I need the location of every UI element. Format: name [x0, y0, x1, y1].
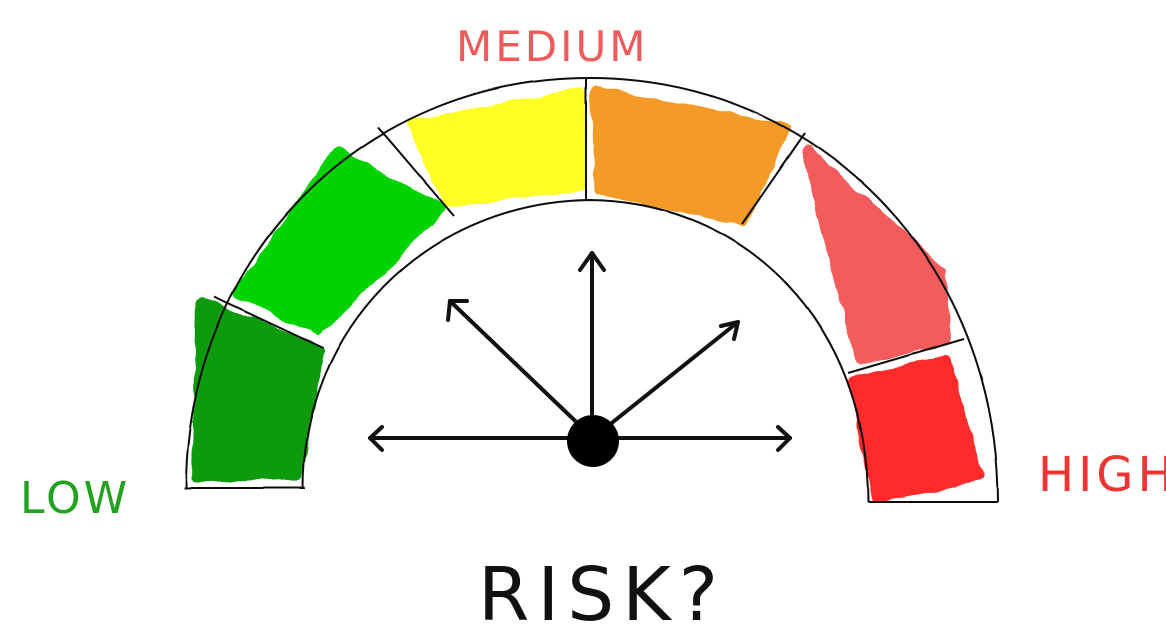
label-high: HIGH: [1038, 447, 1166, 503]
gauge-segment-high: [854, 361, 978, 498]
pointer-upper-right-shaft: [593, 322, 738, 438]
pointer-pivot: [567, 415, 619, 467]
pointer-group: [370, 253, 790, 467]
pointer-upper-left-shaft: [450, 301, 593, 438]
label-risk: RISK?: [478, 552, 726, 638]
gauge-segment-medium-left: [412, 93, 581, 203]
label-low: LOW: [20, 473, 130, 524]
gauge-segment-low-medium: [239, 152, 441, 330]
label-medium: MEDIUM: [456, 22, 648, 71]
